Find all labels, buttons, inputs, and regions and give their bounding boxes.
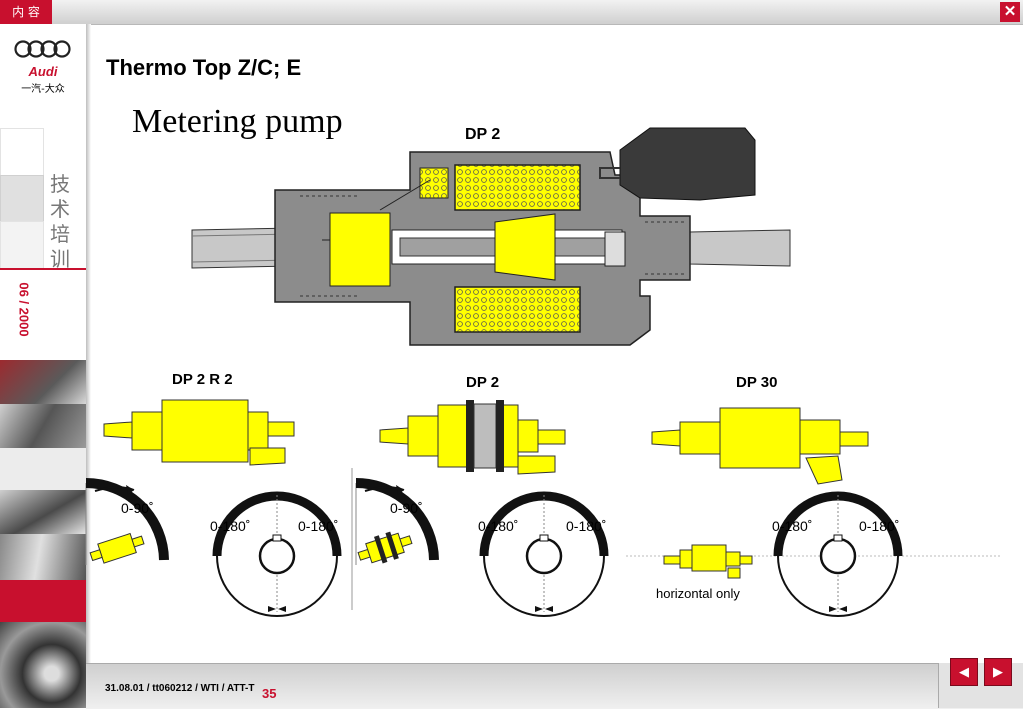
angle-left-2: 0-180˚ — [478, 518, 519, 534]
angle-right-3: 0-180˚ — [859, 518, 900, 534]
sidebar-photo-2 — [0, 404, 86, 448]
angle-left-3: 0-180˚ — [772, 518, 813, 534]
top-bar — [0, 0, 1023, 25]
page-title: Thermo Top Z/C; E — [106, 55, 302, 80]
tilt-label-1: 0-90˚ — [121, 500, 154, 516]
rotation-circle-2 — [479, 491, 609, 617]
tilt-label-2: 0-90˚ — [390, 500, 423, 516]
horizontal-pump-small — [663, 544, 753, 579]
rotation-circle-3 — [773, 491, 903, 617]
pump-dp2-drawing — [379, 400, 566, 475]
close-button[interactable]: ✕ — [1000, 2, 1020, 22]
audi-rings-icon — [14, 40, 71, 58]
sidebar-photo-5 — [0, 534, 86, 580]
pump-label-dp30: DP 30 — [736, 374, 778, 391]
audi-logo: Audi 一汽-大众 — [0, 40, 86, 95]
brand-name: Audi — [28, 64, 58, 79]
pump-label-dp2r2: DP 2 R 2 — [172, 371, 233, 388]
page-number: 35 — [262, 686, 277, 701]
horizontal-only-label: horizontal only — [656, 586, 740, 601]
sidebar-red-block — [0, 580, 86, 622]
bottom-bar — [86, 663, 1023, 709]
date-label: 06 / 2000 — [6, 270, 36, 350]
sidebar-photo-1 — [0, 360, 86, 404]
tilt-diagram-2 — [355, 478, 439, 565]
tilt-diagram-1 — [85, 478, 169, 565]
main-pump-label: DP 2 — [465, 126, 501, 143]
sidebar-photo-4 — [0, 490, 86, 534]
angle-left-1: 0-180˚ — [210, 518, 251, 534]
sidebar-shadow — [86, 24, 91, 708]
page-subtitle: Metering pump — [132, 103, 343, 140]
prev-button[interactable]: ◀ — [950, 658, 978, 686]
brand-cn: 一汽-大众 — [21, 84, 65, 95]
footer-reference: 31.08.01 / tt060212 / WTI / ATT-T — [105, 683, 255, 694]
pump-dp2r2-drawing — [103, 399, 295, 466]
sidebar-blocks — [0, 128, 86, 270]
angle-right-2: 0-180˚ — [566, 518, 607, 534]
sidebar-photo-3 — [0, 448, 86, 490]
training-label: 技术培训 — [50, 172, 70, 271]
angle-right-1: 0-180˚ — [298, 518, 339, 534]
pump-dp30-drawing — [651, 407, 869, 485]
divider — [0, 268, 86, 270]
contents-menu-button[interactable]: 内 容 — [0, 0, 52, 24]
sidebar-photo-6 — [0, 622, 86, 708]
next-button[interactable]: ▶ — [984, 658, 1012, 686]
pump-label-dp2: DP 2 — [466, 374, 500, 391]
rotation-circle-1 — [212, 491, 342, 617]
